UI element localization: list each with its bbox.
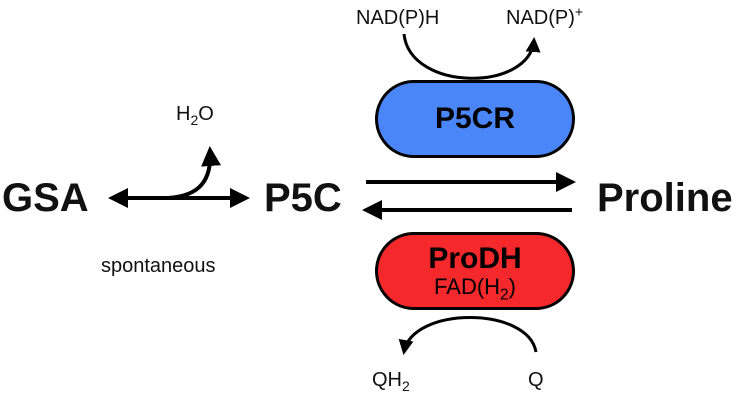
proline-label: Proline <box>597 176 733 220</box>
prodh-enzyme: ProDH FAD(H2) <box>375 232 575 310</box>
water-release-arrow <box>167 146 222 200</box>
gsa-label: GSA <box>2 176 89 220</box>
quinone-reduction-arrow <box>398 316 538 355</box>
p5cr-enzyme: P5CR <box>375 80 575 158</box>
spontaneous-label: spontaneous <box>101 255 216 277</box>
p5c-label: P5C <box>264 176 342 220</box>
fad-cofactor-label: FAD(H2) <box>434 273 516 304</box>
prodh-label: ProDH <box>428 242 522 276</box>
qh2-label: QH2 <box>372 369 410 394</box>
nadph-oxidation-arrow <box>402 33 541 80</box>
nadph-label: NAD(P)H <box>356 7 440 29</box>
q-label: Q <box>528 369 544 391</box>
p5cr-label: P5CR <box>434 102 516 136</box>
nadp-plus-label: NAD(P)+ <box>506 3 584 29</box>
water-label: H2O <box>176 103 214 128</box>
